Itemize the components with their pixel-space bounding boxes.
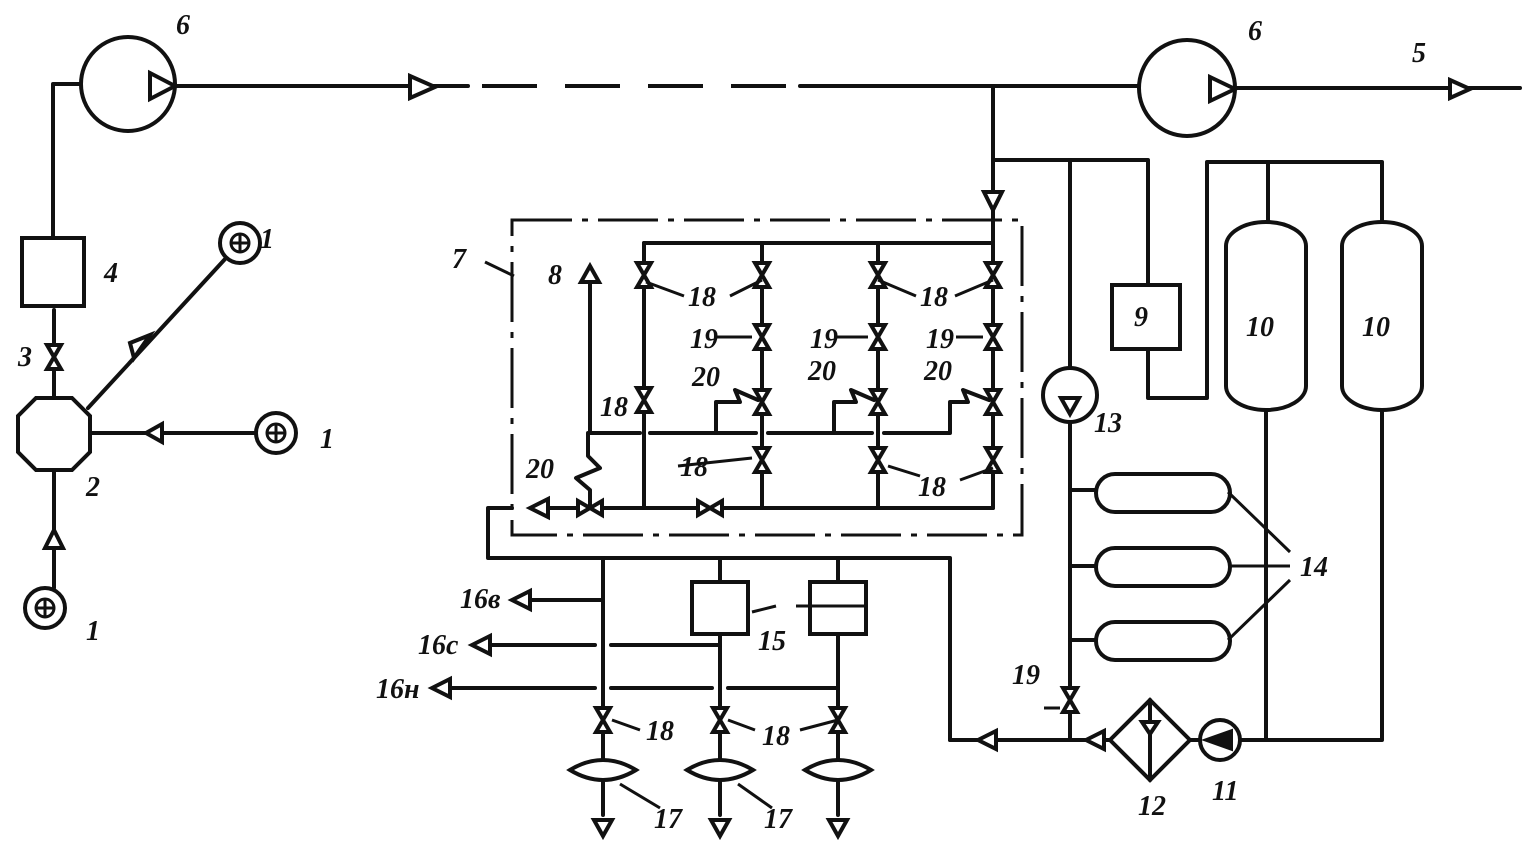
left-collection-section bbox=[16, 35, 298, 630]
valve-18 bbox=[751, 446, 773, 474]
label-10a: 10 bbox=[1246, 312, 1274, 343]
label-20-b: 20 bbox=[807, 356, 836, 387]
labels: 1 1 1 2 3 4 5 6 6 7 8 9 10 10 11 12 13 1… bbox=[17, 10, 1426, 835]
well-top-right bbox=[218, 221, 262, 265]
flow-arrow bbox=[525, 495, 550, 521]
valve-19 bbox=[982, 323, 1004, 351]
label-6-left: 6 bbox=[176, 10, 190, 41]
valve-3 bbox=[43, 343, 65, 371]
valve-20 bbox=[867, 388, 889, 416]
label-18-a: 18 bbox=[688, 282, 716, 313]
tank-17a bbox=[566, 758, 640, 782]
label-9: 9 bbox=[1134, 302, 1148, 333]
valve-19 bbox=[1059, 686, 1081, 714]
filter-12-arrow bbox=[1138, 720, 1162, 738]
flow-arrow bbox=[41, 525, 67, 550]
label-3: 3 bbox=[17, 342, 32, 373]
label-15: 15 bbox=[758, 626, 786, 657]
label-18-e: 18 bbox=[918, 472, 946, 503]
label-13: 13 bbox=[1094, 408, 1122, 439]
label-19-b: 19 bbox=[810, 324, 838, 355]
tank-14b bbox=[1094, 546, 1232, 588]
group-measuring-unit bbox=[16, 396, 92, 472]
label-1-top: 1 bbox=[260, 224, 274, 255]
label-1-right: 1 bbox=[320, 424, 334, 455]
label-20-c: 20 bbox=[923, 356, 952, 387]
label-20-a: 20 bbox=[691, 362, 720, 393]
valve-manifold-block bbox=[486, 218, 1024, 742]
label-16n: 16н bbox=[376, 674, 420, 705]
flowline-1a bbox=[86, 256, 228, 410]
label-18-b: 18 bbox=[920, 282, 948, 313]
meter-15a bbox=[690, 580, 750, 636]
label-11: 11 bbox=[1212, 776, 1238, 807]
label-17b: 17 bbox=[764, 804, 793, 835]
well-right bbox=[254, 411, 298, 455]
flow-arrow bbox=[980, 190, 1006, 215]
meter-15b bbox=[808, 580, 868, 636]
tank-14c bbox=[1094, 620, 1232, 662]
label-19-c: 19 bbox=[926, 324, 954, 355]
tank-17c bbox=[801, 758, 875, 782]
pump-arrow bbox=[1208, 73, 1240, 105]
label-16v: 16в bbox=[460, 584, 501, 615]
label-10b: 10 bbox=[1362, 312, 1390, 343]
leader-lines bbox=[484, 260, 1060, 810]
label-6-right: 6 bbox=[1248, 16, 1262, 47]
label-19-a: 19 bbox=[690, 324, 718, 355]
inhibitor-section bbox=[948, 160, 1424, 783]
outlet-arrow bbox=[577, 261, 603, 284]
manifold-feed bbox=[980, 84, 1150, 370]
label-18-f: 18 bbox=[646, 716, 674, 747]
tank-14a bbox=[1094, 472, 1232, 514]
label-5: 5 bbox=[1412, 38, 1426, 69]
flow-arrow bbox=[973, 727, 998, 753]
label-1-bottom: 1 bbox=[86, 616, 100, 647]
valve-19 bbox=[867, 323, 889, 351]
pump-13-arrow bbox=[1057, 396, 1083, 419]
well-bottom bbox=[23, 586, 67, 630]
outlet-16s-arrow bbox=[467, 632, 492, 658]
valve-20 bbox=[751, 388, 773, 416]
label-16s: 16с bbox=[418, 630, 459, 661]
label-18-g: 18 bbox=[762, 721, 790, 752]
label-12: 12 bbox=[1138, 791, 1166, 822]
flow-arrow bbox=[127, 330, 156, 363]
label-7: 7 bbox=[452, 244, 467, 275]
valve-18 bbox=[709, 706, 731, 734]
pump-11-arrow bbox=[1201, 728, 1233, 752]
label-8: 8 bbox=[548, 260, 562, 291]
tank-outlet-arrow bbox=[825, 818, 851, 841]
pump-arrow bbox=[148, 69, 180, 103]
label-18-c: 18 bbox=[600, 392, 628, 423]
label-18-d: 18 bbox=[680, 452, 708, 483]
label-17a: 17 bbox=[654, 804, 683, 835]
valve-18 bbox=[867, 446, 889, 474]
valve-20 bbox=[982, 388, 1004, 416]
outlet-16v-arrow bbox=[507, 587, 532, 613]
flow-arrow bbox=[1081, 727, 1106, 753]
tank-outlet-arrow bbox=[707, 818, 733, 841]
flow-arrow bbox=[141, 420, 164, 446]
label-19-d: 19 bbox=[1012, 660, 1040, 691]
valve-18 bbox=[696, 497, 724, 519]
flow-arrow bbox=[1448, 76, 1475, 102]
flow-arrow bbox=[408, 72, 440, 102]
outlet-16n-arrow bbox=[427, 675, 452, 701]
valve-18 bbox=[633, 386, 655, 414]
valve-18 bbox=[592, 706, 614, 734]
label-14: 14 bbox=[1300, 552, 1328, 583]
label-2: 2 bbox=[85, 472, 100, 503]
label-4: 4 bbox=[103, 258, 118, 289]
valve-19 bbox=[751, 323, 773, 351]
tank-17b bbox=[683, 758, 757, 782]
valve-18 bbox=[982, 446, 1004, 474]
main-pipeline bbox=[173, 38, 1522, 138]
tank-outlet-arrow bbox=[590, 818, 616, 841]
distribution-section bbox=[427, 556, 875, 841]
separator-box bbox=[20, 236, 86, 308]
label-20-d: 20 bbox=[525, 454, 554, 485]
